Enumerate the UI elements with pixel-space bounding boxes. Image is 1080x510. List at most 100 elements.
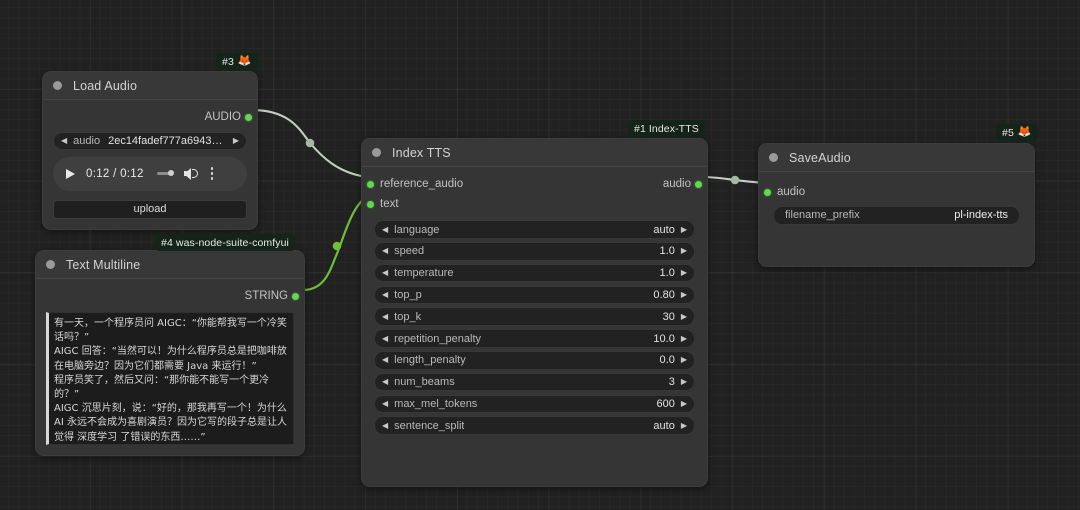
fox-face-icon: 🦊 <box>1017 126 1032 138</box>
collapse-dot-icon[interactable] <box>372 148 381 157</box>
widget-value: 0.80 <box>653 288 675 301</box>
input-slot-dot[interactable] <box>764 188 771 196</box>
widget-top-k[interactable]: ◀ top_k 30 ▶ <box>374 307 695 326</box>
output-slot-audio[interactable]: AUDIO <box>43 107 257 127</box>
chevron-left-icon[interactable]: ◀ <box>382 224 389 234</box>
input-slot-dot[interactable] <box>367 200 374 208</box>
link-midpoint-dot[interactable] <box>305 138 315 148</box>
widget-speed[interactable]: ◀ speed 1.0 ▶ <box>374 242 695 261</box>
node-title: Index TTS <box>392 145 451 160</box>
widget-value: 1.0 <box>659 245 675 258</box>
kebab-menu-icon[interactable] <box>210 167 214 180</box>
widget-max-mel-tokens[interactable]: ◀ max_mel_tokens 600 ▶ <box>374 394 695 414</box>
node-text-multiline[interactable]: Text Multiline STRING 有一天，一个程序员问 AIGC：“你… <box>35 250 305 456</box>
widget-label: top_k <box>394 310 422 323</box>
input-slot-audio[interactable]: audio <box>759 182 1034 202</box>
chevron-left-icon[interactable]: ◀ <box>382 398 389 408</box>
widget-label: length_penalty <box>394 354 466 367</box>
audio-player[interactable]: 0:12 / 0:12 <box>53 156 247 191</box>
output-slot-label: STRING <box>244 290 288 302</box>
widget-value: 10.0 <box>653 332 675 345</box>
chevron-left-icon[interactable]: ◀ <box>382 246 389 256</box>
chevron-right-icon[interactable]: ▶ <box>680 289 687 299</box>
node-title: SaveAudio <box>789 150 851 165</box>
widget-label: repetition_penalty <box>394 332 481 345</box>
chevron-left-icon[interactable]: ◀ <box>382 420 389 430</box>
output-slot-dot[interactable] <box>245 113 252 121</box>
chevron-left-icon[interactable]: ◀ <box>382 268 389 278</box>
chevron-right-icon[interactable]: ▶ <box>680 224 687 234</box>
widget-audio-combo[interactable]: ◀ audio 2ec14fadef777a6943… ▶ <box>53 132 247 150</box>
widget-language[interactable]: ◀ language auto ▶ <box>374 220 695 239</box>
node-badge-text-multiline[interactable]: #4 was-node-suite-comfyui <box>155 234 295 251</box>
widget-label: top_p <box>394 288 422 301</box>
link-audio-to-reference <box>251 108 368 179</box>
node-save-audio[interactable]: SaveAudio audio filename_prefix pl-index… <box>758 143 1035 267</box>
widget-repetition-penalty[interactable]: ◀ repetition_penalty 10.0 ▶ <box>374 329 695 348</box>
chevron-right-icon[interactable]: ▶ <box>680 311 687 321</box>
chevron-right-icon[interactable]: ▶ <box>680 246 687 256</box>
collapse-dot-icon[interactable] <box>769 153 778 162</box>
output-slot-dot[interactable] <box>292 292 299 300</box>
input-slot-label: audio <box>777 186 806 198</box>
fox-face-icon: 🦊 <box>237 55 252 67</box>
badge-text: #4 was-node-suite-comfyui <box>161 236 289 249</box>
audio-time-display: 0:12 / 0:12 <box>86 167 144 180</box>
widget-temperature[interactable]: ◀ temperature 1.0 ▶ <box>374 263 695 283</box>
node-header-text-multiline[interactable]: Text Multiline <box>36 251 304 279</box>
widget-length-penalty[interactable]: ◀ length_penalty 0.0 ▶ <box>374 351 695 370</box>
widget-num-beams[interactable]: ◀ num_beams 3 ▶ <box>374 372 695 392</box>
chevron-right-icon[interactable]: ▶ <box>680 333 687 343</box>
widget-value: 1.0 <box>659 267 675 280</box>
chevron-left-icon[interactable]: ◀ <box>382 377 389 387</box>
node-load-audio[interactable]: Load Audio AUDIO ◀ audio 2ec14fadef777a6… <box>42 71 258 230</box>
chevron-right-icon[interactable]: ▶ <box>680 355 687 365</box>
chevron-left-icon[interactable]: ◀ <box>382 311 389 321</box>
node-header-load-audio[interactable]: Load Audio <box>43 72 257 100</box>
chevron-right-icon[interactable]: ▶ <box>680 420 687 430</box>
node-index-tts[interactable]: Index TTS reference_audio audio text ◀ l… <box>361 138 708 488</box>
output-slot-string[interactable]: STRING <box>36 286 304 306</box>
link-midpoint-dot[interactable] <box>332 241 342 251</box>
widget-label: language <box>394 223 440 236</box>
collapse-dot-icon[interactable] <box>46 260 55 269</box>
chevron-right-icon[interactable]: ▶ <box>232 135 239 145</box>
node-badge-index-tts[interactable]: #1 Index-TTS <box>628 120 705 137</box>
input-slot-label: reference_audio <box>380 178 464 190</box>
node-header-save-audio[interactable]: SaveAudio <box>759 144 1034 172</box>
output-slot-dot[interactable] <box>695 180 702 188</box>
widget-sentence-split[interactable]: ◀ sentence_split auto ▶ <box>374 416 695 435</box>
input-slot-reference-audio[interactable]: reference_audio audio <box>362 174 707 194</box>
chevron-left-icon[interactable]: ◀ <box>382 333 389 343</box>
widget-filename-prefix[interactable]: filename_prefix pl-index-tts <box>773 206 1020 225</box>
node-header-index-tts[interactable]: Index TTS <box>362 139 707 167</box>
link-midpoint-dot[interactable] <box>730 175 740 185</box>
chevron-right-icon[interactable]: ▶ <box>680 398 687 408</box>
widget-label: temperature <box>394 267 454 280</box>
node-badge-load-audio[interactable]: #3 🦊 <box>216 53 258 70</box>
chevron-left-icon[interactable]: ◀ <box>61 135 68 145</box>
widget-label: sentence_split <box>394 419 465 432</box>
badge-id: #5 <box>1002 126 1014 139</box>
chevron-right-icon[interactable]: ▶ <box>680 377 687 387</box>
output-slot-label: audio <box>662 178 691 190</box>
widget-value: 0.0 <box>659 354 675 367</box>
node-badge-save-audio[interactable]: #5 🦊 <box>996 124 1038 141</box>
audio-progress-slider[interactable] <box>156 170 174 176</box>
text-multiline-textarea[interactable]: 有一天，一个程序员问 AIGC：“你能帮我写一个冷笑话吗？” AIGC 回答：“… <box>46 312 294 445</box>
chevron-left-icon[interactable]: ◀ <box>382 289 389 299</box>
chevron-right-icon[interactable]: ▶ <box>680 268 687 278</box>
badge-id: #3 <box>222 55 234 68</box>
badge-text: #1 Index-TTS <box>634 122 699 135</box>
chevron-left-icon[interactable]: ◀ <box>382 355 389 365</box>
input-slot-text[interactable]: text <box>362 194 707 214</box>
widget-value: 3 <box>668 376 675 389</box>
widget-label: filename_prefix <box>785 209 860 222</box>
collapse-dot-icon[interactable] <box>53 81 62 90</box>
input-slot-dot[interactable] <box>367 180 374 188</box>
volume-icon[interactable] <box>183 167 200 181</box>
widget-top-p[interactable]: ◀ top_p 0.80 ▶ <box>374 285 695 305</box>
play-icon[interactable] <box>66 168 75 179</box>
upload-button[interactable]: upload <box>53 199 247 219</box>
